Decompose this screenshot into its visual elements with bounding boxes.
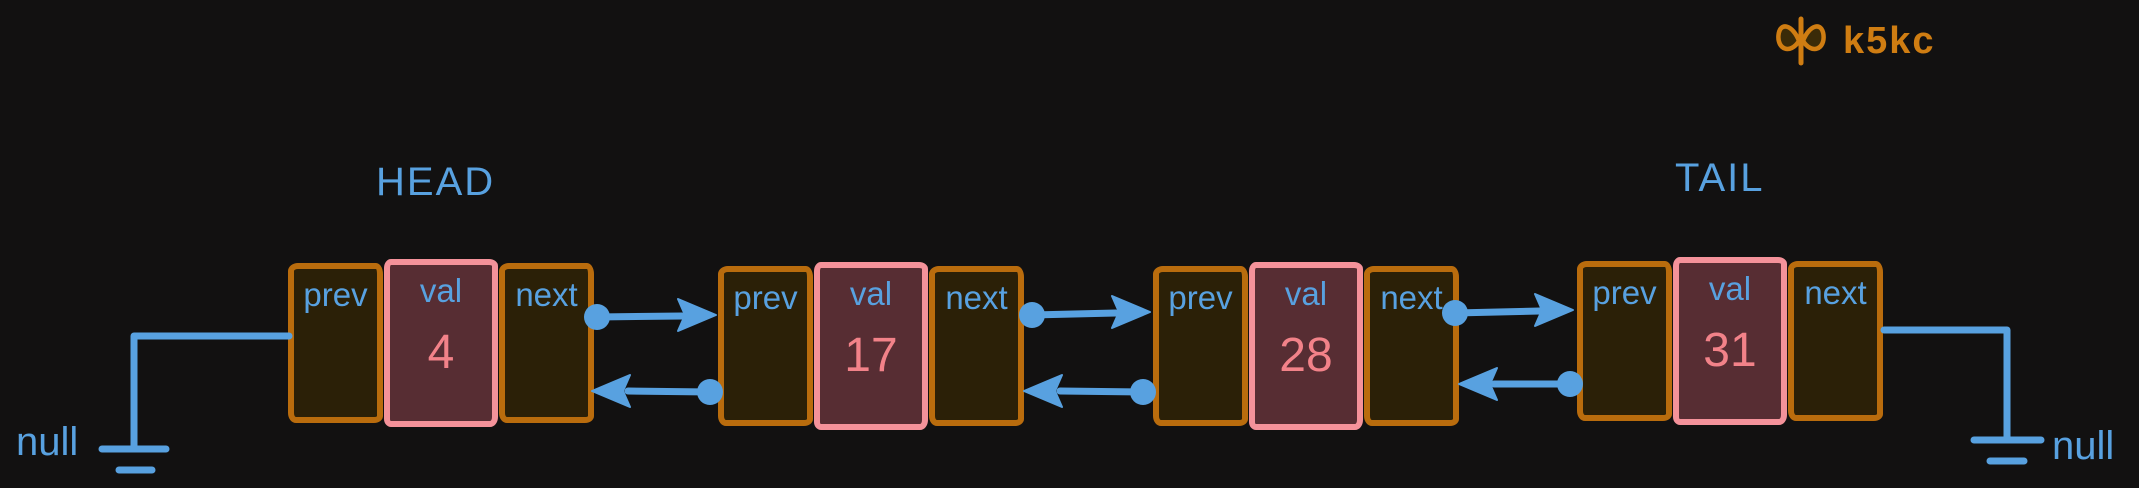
list-node-2: prev val 17 next [718,262,1024,430]
list-node-1: prev val 4 next [288,259,594,427]
next-cell: next [1364,266,1459,426]
prev-pointer-arrow-2 [1023,374,1156,408]
val-cell: val 28 [1249,262,1363,430]
val-label: val [849,275,893,312]
head-label: HEAD [376,160,496,204]
val-label: val [419,272,463,309]
prev-pointer-arrow-1 [591,374,723,408]
val-label: val [1708,270,1752,307]
next-cell: next [499,263,594,423]
next-cell: next [929,266,1024,426]
prev-cell: prev [288,263,383,423]
prev-label: prev [1168,279,1233,316]
prev-pointer-arrow-3 [1458,367,1583,401]
next-label: next [945,279,1008,316]
next-pointer-arrow-1 [584,298,717,332]
node-value: 31 [1703,324,1757,377]
next-cell: next [1788,261,1883,421]
node-value: 28 [1279,329,1333,382]
next-label: next [515,276,578,313]
val-cell: val 17 [814,262,928,430]
node-value: 4 [427,326,455,379]
head-null-connector [98,332,293,474]
node-value: 17 [844,329,898,382]
tail-label: TAIL [1675,156,1765,200]
next-pointer-arrow-3 [1442,293,1574,327]
null-label-left: null [16,420,79,464]
next-label: next [1804,274,1867,311]
list-node-4: prev val 31 next [1577,257,1883,425]
prev-label: prev [733,279,798,316]
brand-text: k5kc [1843,19,1936,62]
list-node-3: prev val 28 next [1153,262,1459,430]
butterfly-infinity-icon [1776,16,1826,66]
val-cell: val 31 [1673,257,1787,425]
tail-null-connector [1880,326,2045,465]
val-label: val [1284,275,1328,312]
prev-cell: prev [1577,261,1672,421]
val-cell: val 4 [384,259,498,427]
prev-label: prev [1592,274,1657,311]
prev-cell: prev [718,266,813,426]
prev-label: prev [303,276,368,313]
next-pointer-arrow-2 [1019,295,1151,329]
prev-cell: prev [1153,266,1248,426]
null-label-right: null [2052,424,2115,468]
brand-logo: k5kc [1773,16,1936,66]
next-label: next [1380,279,1443,316]
